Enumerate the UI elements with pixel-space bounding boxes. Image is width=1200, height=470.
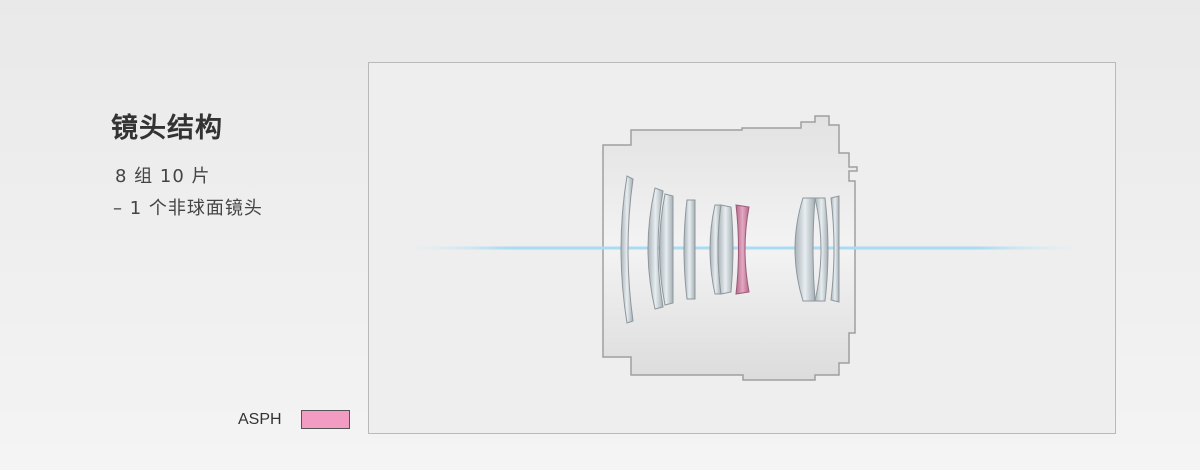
lens-element-6 (717, 204, 734, 295)
lens-element-9 (814, 197, 829, 302)
page-title: 镜头结构 (111, 113, 223, 144)
groups-elements-text: 8 组 10 片 (115, 166, 211, 187)
legend-swatch-asph (301, 410, 350, 429)
lens-element-1 (620, 175, 634, 324)
lens-diagram-frame (368, 62, 1116, 434)
legend-label-asph: ASPH (238, 411, 282, 428)
lens-diagram (409, 115, 1079, 381)
lens-element-2 (647, 187, 664, 310)
lens-element-10 (830, 195, 840, 303)
lens-element-4 (683, 199, 696, 300)
lens-element-asph (735, 204, 750, 295)
aspherical-note-text: – 1 个非球面镜头 (113, 198, 263, 219)
lens-element-3 (659, 193, 674, 306)
